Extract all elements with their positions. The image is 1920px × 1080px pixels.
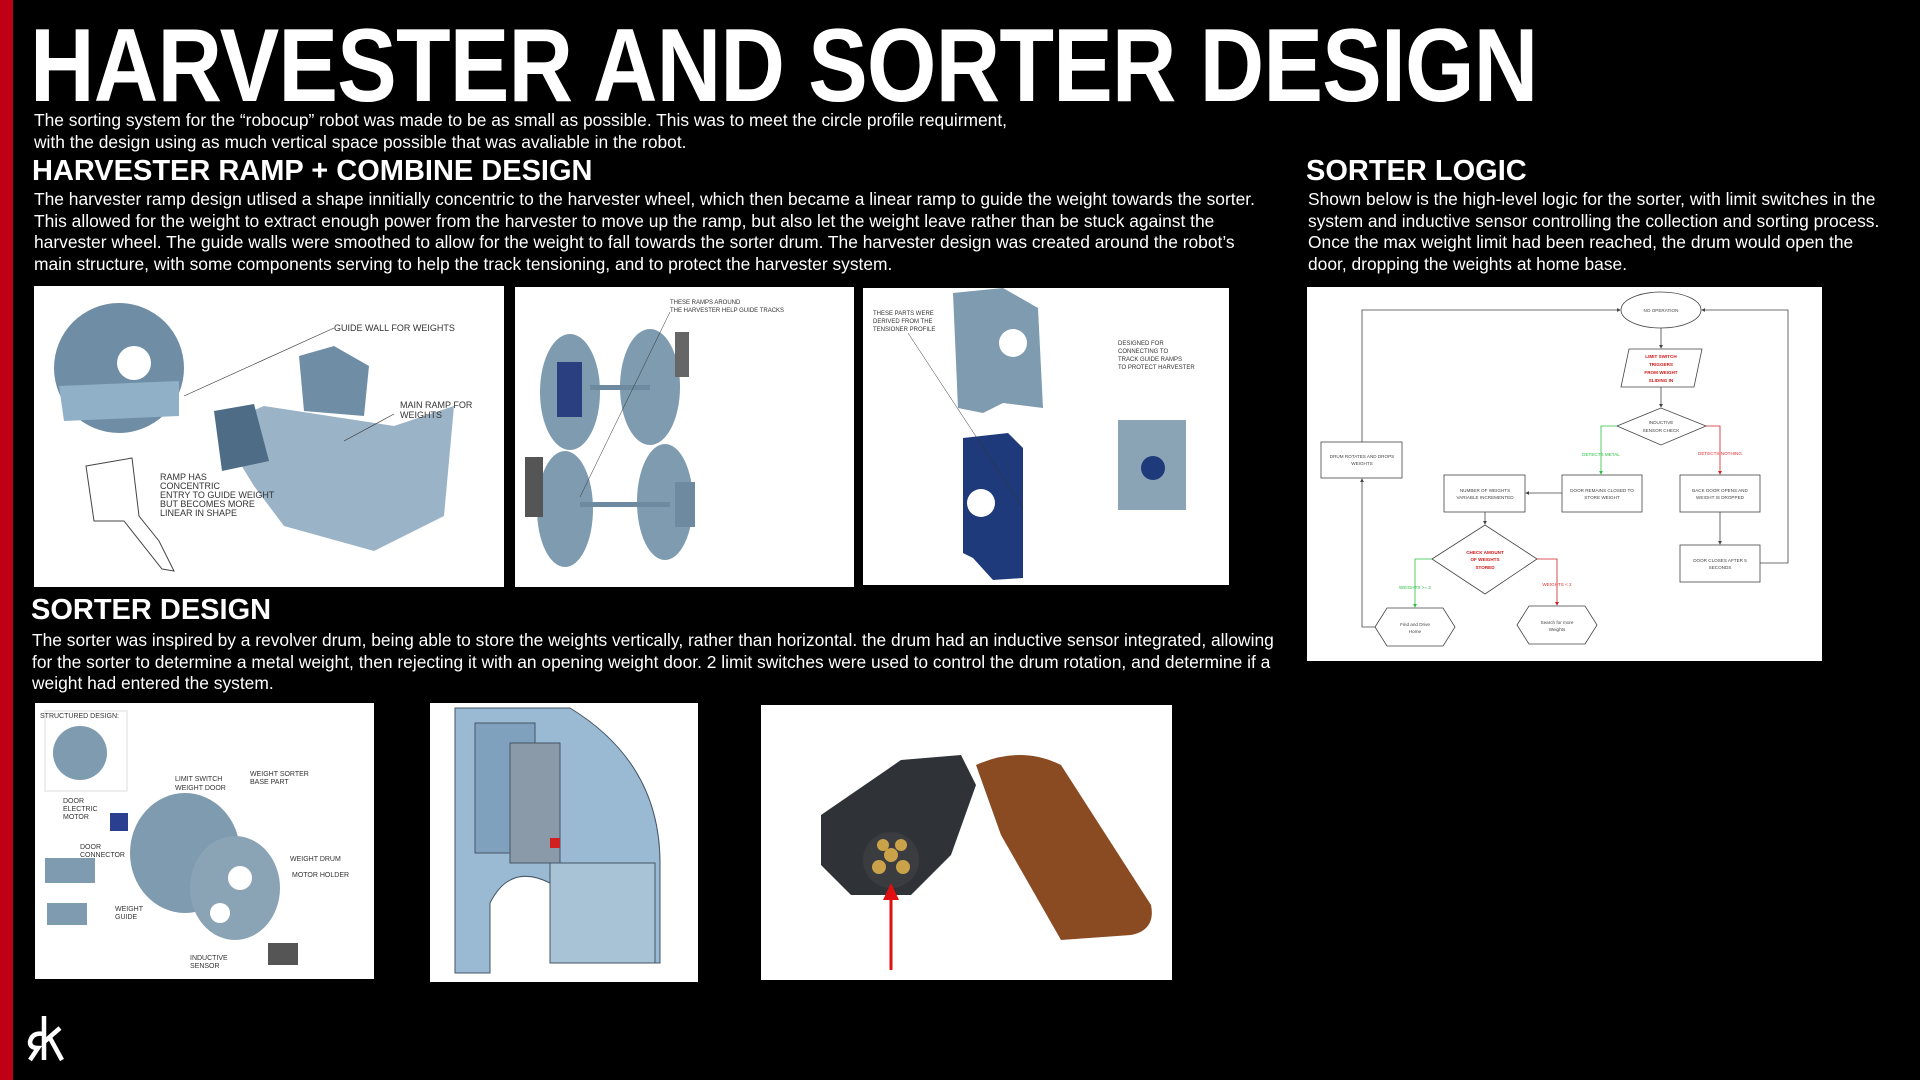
flow-search: Search for more: [1541, 620, 1574, 625]
sorter-heading: SORTER DESIGN: [31, 594, 272, 626]
annotation-limit-switch: LIMIT SWITCH: [175, 776, 222, 783]
annotation-designed: TRACK GUIDE RAMPS: [1118, 357, 1182, 363]
annotation-sensor: SENSOR: [190, 963, 220, 970]
revolver-photo: [761, 705, 1172, 980]
annotation-designed: DESIGNED FOR: [1118, 341, 1164, 347]
flow-number: NUMBER OF WEIGHTS: [1460, 488, 1510, 493]
flow-door-closed: DOOR REMAINS CLOSED TO: [1570, 488, 1634, 493]
annotation-tensioner: DERIVED FROM THE: [873, 319, 933, 325]
flow-limit-switch: FROM WEIGHT: [1644, 370, 1677, 375]
annotation-sensor: INDUCTIVE: [190, 955, 228, 962]
ramp-render-image: GUIDE WALL FOR WEIGHTS MAIN RAMP FOR WEI…: [34, 286, 504, 587]
flow-weights-ge2: WEIGHTS >= 2: [1399, 585, 1431, 590]
annotation-drum: WEIGHT DRUM: [290, 856, 341, 863]
flow-inductive: SENSOR CHECK: [1643, 428, 1681, 433]
flow-inductive: INDUCTIVE: [1649, 420, 1674, 425]
annotation-guide-wall: GUIDE WALL FOR WEIGHTS: [334, 323, 455, 333]
rk-logo: [27, 1016, 64, 1062]
flow-limit-switch: TRIGGERS: [1649, 362, 1673, 367]
annotation-ramp: RAMP HAS: [160, 472, 207, 482]
sorter-body: The sorter was inspired by a revolver dr…: [32, 630, 1274, 694]
annotation-main-ramp: MAIN RAMP FOR: [400, 400, 473, 410]
annotation-guide: GUIDE: [115, 914, 138, 921]
flow-door-closes: DOOR CLOSES AFTER 5: [1693, 558, 1747, 563]
flow-detects-metal: DETECTS METAL: [1582, 452, 1620, 457]
page-title: HARVESTER AND SORTER DESIGN: [30, 8, 1538, 124]
flow-limit-switch: SLIDING IN: [1649, 378, 1674, 383]
annotation-guide: WEIGHT: [115, 906, 144, 913]
flow-search: Weights: [1549, 627, 1566, 632]
flow-drum: WEIGHTS: [1351, 461, 1372, 466]
annotation-ramp: ENTRY TO GUIDE WEIGHT: [160, 490, 275, 500]
harvester-wheels-image: THESE RAMPS AROUND THE HARVESTER HELP GU…: [515, 287, 854, 587]
annotation-base: WEIGHT SORTER: [250, 771, 309, 778]
intro-line: with the design using as much vertical s…: [34, 131, 687, 152]
flow-no-operation: NO OPERATION: [1644, 308, 1679, 313]
annotation-holder: MOTOR HOLDER: [292, 872, 349, 879]
accent-bar: [0, 0, 13, 1080]
annotation-connector: DOOR: [80, 844, 101, 851]
annotation-ramp: CONCENTRIC: [160, 481, 220, 491]
flow-door-closes: SECONDS: [1709, 565, 1732, 570]
annotation-base: BASE PART: [250, 779, 289, 786]
flow-number: VARIABLE INCREMENTED: [1456, 495, 1514, 500]
flow-detects-nothing: DETECTS NOTHING: [1698, 451, 1742, 456]
harvester-body: The harvester ramp design utlised a shap…: [34, 189, 1255, 274]
annotation-ramps: THE HARVESTER HELP GUIDE TRACKS: [670, 308, 784, 314]
sorter-exploded-image: STRUCTURED DESIGN: LIMIT SWITCH WEIGHT D…: [35, 703, 374, 979]
annotation-tensioner: THESE PARTS WERE: [873, 311, 934, 317]
intro-line: The sorting system for the “robocup” rob…: [34, 110, 1008, 130]
annotation-motor: MOTOR: [63, 814, 89, 821]
annotation-connector: CONNECTOR: [80, 852, 125, 859]
logic-heading: SORTER LOGIC: [1306, 155, 1527, 187]
annotation-structured: STRUCTURED DESIGN:: [40, 713, 119, 720]
node-limit-switch: [1620, 348, 1703, 388]
flow-weights-lt2: WEIGHTS < 2: [1542, 582, 1572, 587]
harvester-heading: HARVESTER RAMP + COMBINE DESIGN: [32, 155, 593, 187]
annotation-motor: DOOR: [63, 798, 84, 805]
flow-limit-switch: LIMIT SWITCH: [1645, 354, 1677, 359]
flow-check: STORED: [1475, 565, 1495, 570]
flow-backdoor: BACK DOOR OPENS AND: [1692, 488, 1748, 493]
annotation-motor: ELECTRIC: [63, 806, 98, 813]
logic-body: Shown below is the high-level logic for …: [1308, 189, 1880, 274]
flow-backdoor: WEIGHT IS DROPPED: [1696, 495, 1745, 500]
annotation-ramps: THESE RAMPS AROUND: [670, 300, 741, 306]
flow-drum: DRUM ROTATES AND DROPS: [1330, 454, 1394, 459]
annotation-designed: TO PROTECT HARVESTER: [1118, 365, 1195, 371]
intro-text: The sorting system for the “robocup” rob…: [34, 110, 1134, 153]
sorter-section-image: [430, 703, 698, 982]
flow-check: OF WEIGHTS: [1470, 557, 1499, 562]
flow-check: CHECK AMOUNT: [1466, 550, 1504, 555]
flow-door-closed: STORE WEIGHT: [1584, 495, 1620, 500]
flow-home: Find and Drive: [1400, 622, 1430, 627]
annotation-weight-door: WEIGHT DOOR: [175, 785, 226, 792]
tensioner-parts-image: THESE PARTS WERE DERIVED FROM THE TENSIO…: [863, 288, 1229, 585]
node-inductive-check: [1615, 407, 1708, 446]
annotation-main-ramp: WEIGHTS: [400, 410, 442, 420]
flow-home: Home: [1409, 629, 1422, 634]
sorter-logic-flowchart: NO OPERATION LIMIT SWITCH TRIGGERS FROM …: [1307, 287, 1822, 661]
annotation-ramp: LINEAR IN SHAPE: [160, 508, 237, 518]
annotation-ramp: BUT BECOMES MORE: [160, 499, 255, 509]
annotation-designed: CONNECTING TO: [1118, 349, 1168, 355]
annotation-tensioner: TENSIONER PROFILE: [873, 327, 935, 333]
